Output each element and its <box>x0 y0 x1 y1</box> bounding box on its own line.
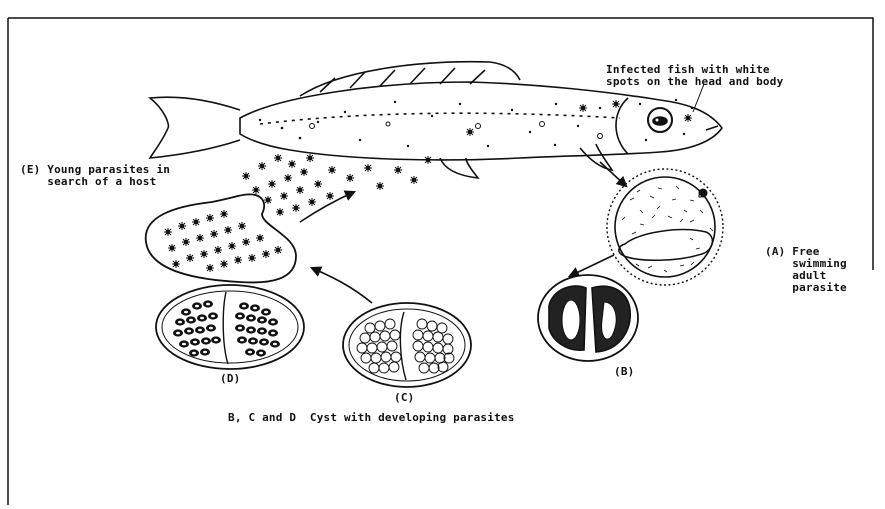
fish-parasite-star <box>579 104 587 112</box>
fish-label: Infected fish with white spots on the he… <box>606 64 783 88</box>
arrow-to-cyst-b <box>570 255 614 276</box>
arrow-to-adult <box>600 162 626 186</box>
released-young-parasites <box>242 154 418 216</box>
fish-parasite-marks <box>310 122 603 139</box>
cyst-d <box>156 285 304 369</box>
fish-parasite-star <box>684 114 692 122</box>
cyst-c <box>343 303 471 387</box>
cyst-caption: B, C and D Cyst with developing parasite… <box>228 412 515 424</box>
adult-parasite-label: (A) Free swimming adult parasite <box>765 246 847 294</box>
stage-d-label: (D) <box>220 373 240 385</box>
fish-parasite-star <box>612 100 620 108</box>
fish-label-leader <box>693 84 704 112</box>
fish-white-spots <box>259 99 693 147</box>
cyst-b <box>538 275 638 361</box>
fish-parasite-star <box>466 128 474 136</box>
fish-parasite-star <box>424 156 432 164</box>
young-parasites-label: (E) Young parasites in search of a host <box>20 164 170 188</box>
adult-parasite <box>607 169 723 285</box>
stage-c-label: (C) <box>394 392 414 404</box>
stage-b-label: (B) <box>614 366 634 378</box>
cyst-e-ruptured <box>146 194 296 282</box>
arrow-to-stage-e <box>312 268 372 303</box>
frame-border <box>8 18 873 270</box>
